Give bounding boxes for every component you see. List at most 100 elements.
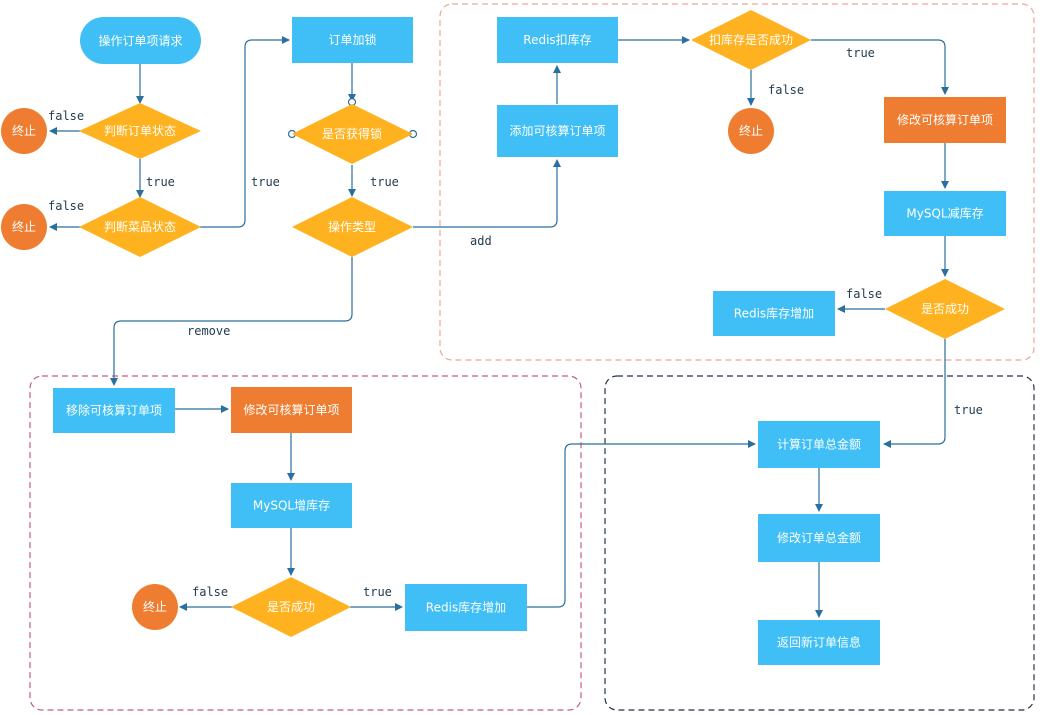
modify-remove-label: 修改可核算订单项: [243, 402, 339, 417]
edge-labels: false true false true true add remove tr…: [48, 46, 983, 599]
deduct-ok-label: 扣库存是否成功: [709, 32, 793, 47]
got-lock-label: 是否获得锁: [322, 126, 382, 141]
edge-mysql-ok-to-calc-total: [883, 339, 946, 448]
edge-label: true: [363, 585, 392, 599]
edge-op-type-to-add-item: [413, 159, 561, 228]
edge-label: false: [768, 83, 804, 97]
process-box: [497, 105, 618, 157]
node-lock: 订单加锁: [292, 17, 413, 63]
end-4-label: 终止: [143, 599, 167, 614]
process-box: [884, 191, 1006, 236]
node-check-dish: 判断菜品状态: [79, 197, 201, 257]
remove-ok-label: 是否成功: [267, 600, 315, 614]
node-modify-remove: 修改可核算订单项: [231, 387, 352, 433]
mysql-ok-label: 是否成功: [921, 302, 969, 316]
modify-total-label: 修改订单总金额: [777, 530, 861, 545]
node-redis-add-1: Redis库存增加: [713, 291, 835, 336]
node-add-item: 添加可核算订单项: [497, 105, 618, 157]
node-op-type: 操作类型: [292, 197, 413, 257]
edge-deduct-ok-to-modify-add: [811, 39, 949, 95]
add-item-label: 添加可核算订单项: [509, 123, 605, 138]
redis-deduct-label: Redis扣库存: [523, 32, 591, 47]
node-modify-total: 修改订单总金额: [758, 514, 880, 562]
edge-op-type-to-remove-item: [110, 257, 353, 386]
decision-diamond: [79, 103, 201, 159]
start-pill: [80, 17, 201, 64]
node-modify-add: 修改可核算订单项: [884, 97, 1006, 143]
node-return-info: 返回新订单信息: [758, 620, 880, 665]
process-box: [758, 620, 880, 665]
edge-label: remove: [187, 324, 230, 338]
node-end-3: 终止: [728, 108, 774, 154]
edge-label: true: [251, 175, 280, 189]
process-box: [292, 17, 413, 63]
process-box: [758, 514, 880, 562]
edge-label: false: [48, 109, 84, 123]
edge-label: false: [192, 585, 228, 599]
node-mysql-ok: 是否成功: [885, 279, 1005, 339]
redis-add-2-label: Redis库存增加: [426, 600, 506, 615]
edge-label: add: [470, 234, 492, 248]
node-end-4: 终止: [132, 584, 178, 630]
decision-diamond: [691, 10, 811, 70]
start-label: 操作订单项请求: [98, 33, 182, 48]
return-info-label: 返回新订单信息: [777, 635, 861, 650]
group-remove-branch: [29, 375, 582, 711]
mysql-add-label: MySQL增库存: [253, 498, 330, 513]
decision-diamond: [885, 279, 1005, 339]
remove-item-label: 移除可核算订单项: [66, 403, 162, 418]
modify-add-label: 修改可核算订单项: [897, 112, 993, 127]
op-type-label: 操作类型: [328, 219, 376, 234]
decision-diamond: [292, 104, 413, 164]
edge-label: false: [846, 287, 882, 301]
group-add-branch: [439, 3, 1035, 361]
node-remove-item: 移除可核算订单项: [53, 388, 175, 433]
calc-total-label: 计算订单总金额: [777, 437, 861, 452]
node-remove-ok: 是否成功: [231, 577, 351, 637]
mysql-reduce-label: MySQL减库存: [906, 206, 983, 221]
edge-label: true: [370, 175, 399, 189]
terminal-circle: [1, 108, 47, 154]
node-mysql-add: MySQL增库存: [231, 483, 352, 528]
check-order-label: 判断订单状态: [104, 123, 176, 138]
process-box: [713, 291, 835, 336]
check-dish-label: 判断菜品状态: [104, 219, 176, 234]
process-box-orange: [884, 97, 1006, 143]
edge-label: true: [954, 403, 983, 417]
edges: [49, 36, 949, 618]
terminal-circle: [1, 204, 47, 250]
node-got-lock: 是否获得锁: [292, 104, 413, 164]
process-box: [758, 421, 880, 468]
edge-redis-add-to-calc-total: [527, 440, 756, 608]
process-box-orange: [231, 387, 352, 433]
decision-diamond: [231, 577, 351, 637]
process-box: [405, 584, 527, 631]
node-start: 操作订单项请求: [80, 17, 201, 64]
node-redis-deduct: Redis扣库存: [497, 17, 618, 63]
node-check-order: 判断订单状态: [79, 103, 201, 159]
edge-check-dish-to-lock: [200, 36, 290, 228]
terminal-circle: [728, 108, 774, 154]
node-end-2: 终止: [1, 204, 47, 250]
group-total-branch: [604, 375, 1035, 711]
process-box: [497, 17, 618, 63]
process-box: [53, 388, 175, 433]
end-1-label: 终止: [12, 123, 36, 138]
node-deduct-ok: 扣库存是否成功: [691, 10, 811, 70]
edge-label: true: [846, 46, 875, 60]
end-2-label: 终止: [12, 219, 36, 234]
decision-diamond: [292, 197, 413, 257]
edge-label: false: [48, 199, 84, 213]
node-mysql-reduce: MySQL减库存: [884, 191, 1006, 236]
redis-add-1-label: Redis库存增加: [734, 306, 814, 321]
node-end-1: 终止: [1, 108, 47, 154]
process-box: [231, 483, 352, 528]
decision-diamond: [79, 197, 201, 257]
node-calc-total: 计算订单总金额: [758, 421, 880, 468]
node-redis-add-2: Redis库存增加: [405, 584, 527, 631]
terminal-circle: [132, 584, 178, 630]
end-3-label: 终止: [739, 123, 763, 138]
lock-label: 订单加锁: [328, 32, 376, 47]
edge-label: true: [146, 175, 175, 189]
